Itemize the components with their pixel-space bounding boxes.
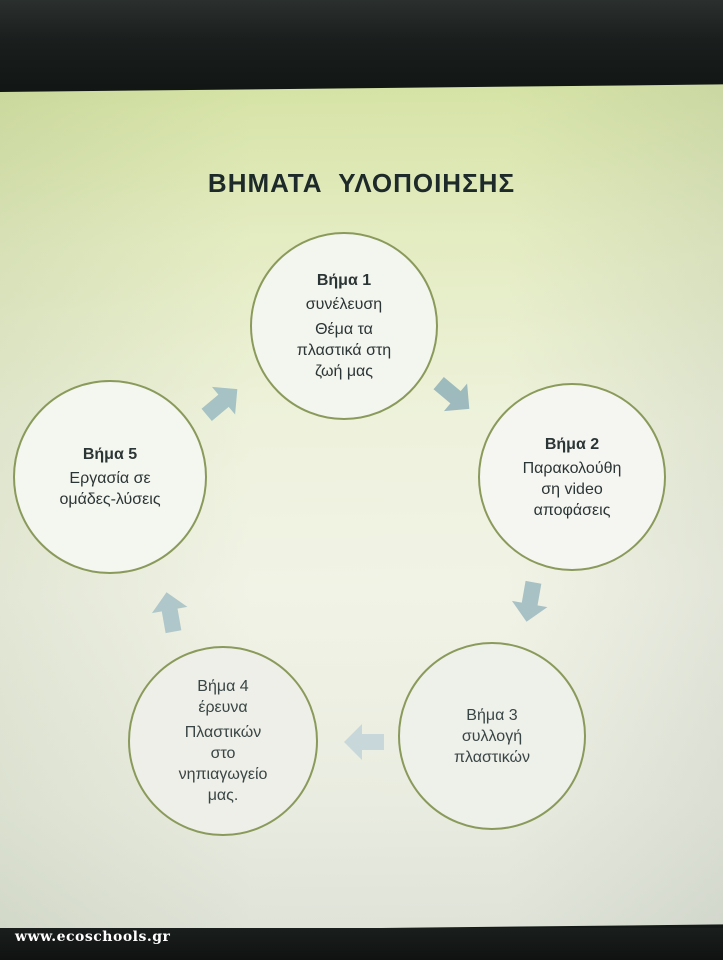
- arrow-up-icon: [142, 584, 198, 640]
- step-5-line-2: ομάδες-λύσεις: [59, 491, 161, 508]
- step-1-line-1: συνέλευση: [305, 296, 383, 313]
- step-3-circle: Βήμα 3 συλλογή πλαστικών: [398, 642, 586, 830]
- monitor-bottom-bezel: [0, 928, 723, 960]
- step-4-label: Βήμα 4: [197, 678, 249, 695]
- step-4-line-1: έρευνα: [198, 699, 248, 716]
- step-2-line-1: Παρακολούθη: [522, 459, 622, 477]
- step-1-line-3: πλαστικά στη: [296, 342, 392, 359]
- arrow-down-icon: [502, 574, 558, 630]
- step-4-line-3: στο: [210, 745, 236, 762]
- arrow-up-right-icon: [188, 368, 256, 436]
- step-5-circle: Βήμα 5 Εργασία σε ομάδες-λύσεις: [13, 380, 207, 574]
- step-1-line-4: ζωή μας: [315, 363, 373, 380]
- arrow-left-icon: [340, 718, 388, 766]
- step-1-circle: Βήμα 1 συνέλευση Θέμα τα πλαστικά στη ζω…: [250, 232, 438, 420]
- step-2-circle: Βήμα 2 Παρακολούθη ση video αποφάσεις: [478, 383, 666, 571]
- step-3-line-2: πλαστικών: [453, 748, 531, 766]
- step-2-label: Βήμα 2: [544, 435, 600, 453]
- step-3-label: Βήμα 3: [466, 706, 518, 724]
- step-5-line-1: Εργασία σε: [69, 470, 151, 487]
- step-3-line-1: συλλογή: [461, 727, 523, 745]
- slide-title: ΒΗΜΑΤΑ ΥΛΟΠΟΙΗΣΗΣ: [207, 168, 516, 198]
- step-2-line-2: ση video: [541, 480, 603, 498]
- step-4-circle: Βήμα 4 έρευνα Πλαστικών στο νηπιαγωγείο …: [128, 646, 318, 836]
- arrow-right-icon: [420, 362, 488, 430]
- step-4-line-4: νηπιαγωγείο: [178, 766, 268, 783]
- watermark: www.ecoschools.gr: [15, 929, 171, 945]
- step-4-line-5: μας.: [207, 787, 239, 804]
- step-5-label: Βήμα 5: [82, 446, 138, 463]
- step-2-line-3: αποφάσεις: [533, 501, 611, 519]
- step-4-line-2: Πλαστικών: [184, 724, 262, 741]
- step-1-label: Βήμα 1: [316, 272, 372, 289]
- monitor-top-bezel: [0, 0, 723, 100]
- step-1-line-2: Θέμα τα: [315, 321, 373, 338]
